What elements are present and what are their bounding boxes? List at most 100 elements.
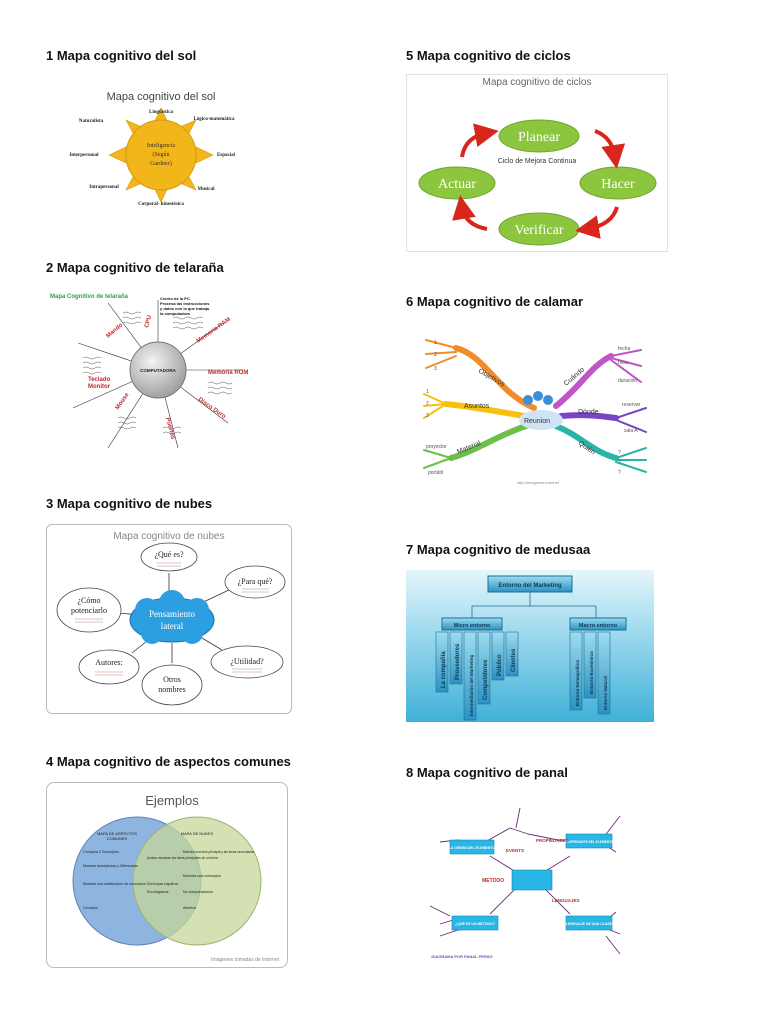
squid-leaf: portátil: [428, 470, 443, 476]
spiderweb-label: Puertos: [164, 417, 176, 441]
cloud-otros: [141, 664, 203, 706]
cloud-utilidad: [210, 645, 284, 679]
venn-right-item: No comparaciones: [183, 890, 213, 894]
cycles-center-label: Ciclo de Mejora Continua: [498, 158, 577, 165]
squid-head: [519, 391, 563, 430]
sun-center: [125, 119, 197, 191]
spiderweb-note-line: Centro de la PC.: [160, 296, 191, 301]
jellyfish-left-box: [441, 617, 503, 631]
spiderweb-center: [129, 341, 187, 399]
honeycomb-tag: LENGUAJES: [552, 898, 580, 903]
common-aspects-footer: Imágenes tomadas de Internet: [211, 957, 279, 963]
cycle-arrows: [452, 123, 626, 239]
spiderweb-label: Mouse: [115, 392, 131, 412]
venn-right-item: Abiertos: [183, 906, 196, 910]
venn-right-title: MAPA DE NUBES: [181, 831, 214, 836]
jellyfish-item: Entorno Natural: [603, 676, 608, 710]
section-heading-6: 6 Mapa cognitivo de calamar: [406, 294, 584, 309]
cycles-map-title: Mapa cognitivo de ciclos: [483, 77, 592, 88]
squid-arm-label: Asuntos: [464, 403, 490, 410]
squid-leaf: ?: [618, 470, 621, 476]
squid-footer: http://imagenes.internet: [517, 480, 560, 485]
cloud-label: Autores:: [95, 658, 123, 667]
jellyfish-item: Público: [497, 654, 503, 676]
sun-ray-label: Musical: [198, 187, 216, 192]
squid-leaf: proyector: [426, 444, 447, 450]
cloud-autores: [78, 649, 140, 685]
sun-ray-label: Lógico-matemática: [193, 117, 235, 122]
section-heading-7: 7 Mapa cognitivo de medusaa: [406, 542, 591, 557]
squid-leaf: 1: [426, 389, 429, 395]
honeycomb-boxes: [449, 833, 613, 931]
cloud-label: potenciarlo: [71, 606, 107, 615]
squid-center-label: Reunion: [524, 418, 550, 425]
jellyfish-item: Entorno Económico: [589, 651, 594, 694]
section-heading-8: 8 Mapa cognitivo de panal: [406, 765, 568, 780]
jellyfish-left-label: Micro entorno: [454, 623, 491, 629]
honeycomb-tag: EVENTS: [506, 848, 524, 853]
cycle-node-actuar: Actuar: [438, 177, 476, 192]
jellyfish-item: Proveedores: [455, 643, 461, 680]
squid-leaf: sala A: [624, 428, 638, 434]
cloud-que-es: [140, 542, 198, 572]
cloud-label: ¿Qué es?: [154, 550, 184, 559]
jellyfish-item: Entorno Demográfico: [575, 660, 580, 706]
sun-map-title: Mapa cognitivo del sol: [107, 91, 216, 103]
jellyfish-item: Clientes: [511, 648, 517, 672]
squid-leaf: ?: [618, 450, 621, 456]
jellyfish-right-box: [569, 617, 627, 631]
venn-left-item: Compara 2 Conceptos: [83, 850, 119, 854]
spiderweb-map-title: Mapa Cognitivo de telaraña: [50, 294, 129, 300]
spiderweb-center-label: COMPUTADORA: [140, 368, 176, 373]
clouds-center: [129, 590, 215, 644]
sun-ray-label: Naturalista: [79, 119, 104, 124]
cycle-node-verificar: Verificar: [515, 223, 564, 238]
sun-map-image: Mapa cognitivo del sol Inteligencia (Seg…: [56, 80, 306, 210]
spiderweb-label: Memoria ROM: [208, 370, 248, 376]
squid-leaf: 3: [434, 366, 437, 372]
cycle-node-planear: Planear: [518, 130, 560, 145]
sun-ray-label: Corporal- kinestésica: [138, 202, 184, 207]
honeycomb-center-label: METODO: [482, 878, 504, 884]
venn-right-circle: [132, 816, 262, 946]
spiderweb-map-image: Mapa Cognitivo de telaraña: [48, 288, 268, 458]
honeycomb-box-label: ¿QUÉ ES UN METODO?: [455, 921, 495, 926]
spiderweb-note-line: y datos con la que trabaja: [160, 306, 210, 311]
honeycomb-box-label: LA ORDEN DEL ELEMENTO: [449, 846, 496, 850]
section-heading-3: 3 Mapa cognitivo de nubes: [46, 496, 213, 511]
spiderweb-note-line: Procesa las instrucciones: [160, 301, 210, 306]
venn-right-item: Muestra solo conceptos: [183, 874, 221, 878]
cloud-label: ¿Utilidad?: [230, 657, 264, 666]
cloud-label: Otros: [163, 675, 181, 684]
common-aspects-title: Ejemplos: [145, 793, 199, 808]
venn-right-item: Muestra una idea principal y las ideas s…: [183, 850, 255, 854]
squid-arms: [423, 339, 647, 473]
jellyfish-item: Intermediarios del Marketing: [469, 654, 474, 716]
squid-leaf: fecha: [618, 346, 630, 352]
spiderweb-label: Monitor: [88, 384, 111, 390]
clouds-center-line-1: Pensamiento: [149, 609, 195, 619]
venn-left-title: MAPA DE ASPECTOS: [97, 831, 137, 836]
squid-leaf: 2: [426, 401, 429, 407]
squid-leaf: 1: [434, 340, 437, 346]
squid-map-image: Reunion Objetivos Asuntos Material Cuánd…: [416, 336, 660, 486]
cloud-como: [56, 587, 122, 633]
honeycomb-map-image: METODO LA ORDEN DEL ELEMENTO PROPIEDADES…: [420, 806, 636, 962]
sun-ray-label: Espacial: [217, 153, 236, 158]
section-heading-2: 2 Mapa cognitivo de telaraña: [46, 260, 224, 275]
cloud-para-que: [224, 565, 286, 599]
squid-leaf: 2: [434, 352, 437, 358]
spiderweb-label: CPU: [144, 315, 153, 329]
clouds-center-line-2: lateral: [161, 621, 184, 631]
spiderweb-label: Memoria RAM: [196, 317, 232, 345]
section-heading-4: 4 Mapa cognitivo de aspectos comunes: [46, 754, 291, 769]
jellyfish-root-label: Entorno del Marketing: [498, 583, 562, 589]
squid-arm-label: Dónde: [578, 409, 599, 416]
cycles-map-image: Mapa cognitivo de ciclos Planear Hacer V…: [406, 74, 668, 252]
squid-leaf: hora: [618, 360, 628, 366]
spiderweb-note-line: la computadora: [160, 311, 191, 316]
sun-ray-label: Intrapersonal: [89, 185, 119, 190]
spiderweb-label: Mando: [105, 322, 124, 339]
honeycomb-footer: DIAGRAMA POR PANAL PERSO: [431, 954, 492, 959]
cloud-label: ¿Cómo: [77, 596, 100, 605]
